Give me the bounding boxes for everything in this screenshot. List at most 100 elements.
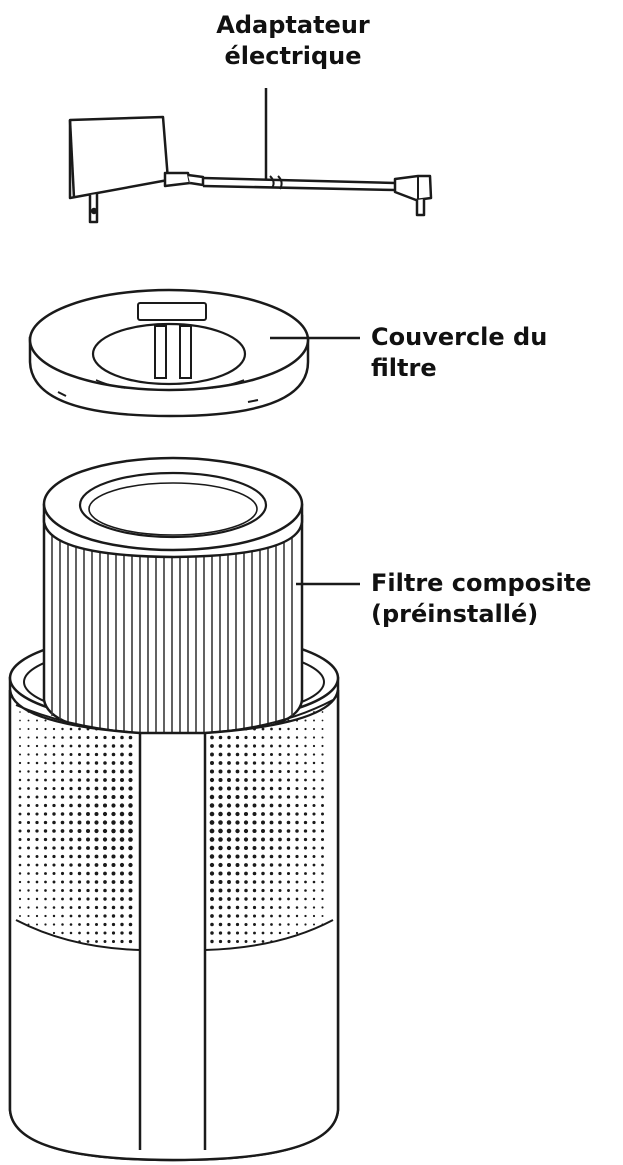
perforation-dot	[253, 804, 257, 808]
perforation-dot	[112, 923, 115, 926]
perforation-dot	[111, 846, 115, 850]
perforation-dot	[120, 871, 124, 875]
perforation-dot	[19, 838, 22, 841]
perforation-dot	[111, 837, 115, 841]
perforation-dot	[69, 778, 72, 781]
perforation-dot	[270, 880, 273, 883]
perforation-dot	[235, 812, 239, 816]
perforation-dot	[210, 786, 214, 790]
perforation-dot	[128, 871, 132, 875]
perforation-dot	[36, 753, 38, 755]
perforation-dot	[321, 745, 323, 747]
perforation-dot	[44, 855, 47, 858]
perforation-dot	[94, 820, 98, 824]
perforation-dot	[244, 795, 248, 799]
perforation-dot	[295, 787, 298, 790]
perforation-dot	[210, 744, 214, 748]
perforation-dot	[219, 906, 223, 910]
perforation-dot	[270, 736, 273, 739]
perforation-dot	[313, 770, 316, 773]
perforation-dot	[295, 795, 298, 798]
perforation-dot	[227, 820, 231, 824]
perforation-dot	[86, 897, 89, 900]
perforation-dot	[28, 711, 30, 713]
perforation-dot	[95, 872, 99, 876]
perforation-dot	[278, 846, 282, 850]
perforation-dot	[78, 889, 81, 892]
lid-label: Couvercle du filtre	[371, 322, 547, 384]
perforation-dot	[44, 889, 47, 892]
perforation-dot	[261, 829, 265, 833]
perforation-dot	[261, 855, 265, 859]
perforation-dot	[244, 872, 248, 876]
perforation-dot	[103, 846, 107, 850]
perforation-dot	[69, 770, 72, 773]
perforation-dot	[103, 855, 107, 859]
perforation-dot	[53, 906, 56, 909]
perforation-dot	[36, 787, 39, 790]
perforation-dot	[210, 753, 214, 757]
perforation-dot	[313, 915, 315, 917]
perforation-dot	[95, 855, 99, 859]
perforation-dot	[27, 906, 29, 908]
perforation-dot	[19, 821, 22, 824]
perforation-dot	[87, 940, 90, 943]
perforation-dot	[210, 837, 215, 842]
perforation-dot	[69, 880, 72, 883]
perforation-dot	[27, 804, 30, 807]
perforation-dot	[236, 753, 240, 757]
perforation-dot	[261, 872, 264, 875]
perforation-dot	[270, 821, 274, 825]
perforation-dot	[112, 940, 115, 943]
perforation-dot	[95, 914, 98, 917]
perforation-dot	[28, 728, 30, 730]
perforation-dot	[69, 795, 72, 798]
perforation-dot	[78, 880, 81, 883]
perforation-dot	[261, 770, 264, 773]
perforation-dot	[304, 787, 307, 790]
perforation-dot	[287, 829, 291, 833]
perforation-dot	[120, 837, 124, 841]
adapter-label: Adaptateur électrique	[208, 10, 378, 72]
perforation-dot	[120, 897, 124, 901]
perforation-dot	[86, 804, 90, 808]
perforation-dot	[78, 932, 81, 935]
perforation-dot	[253, 795, 257, 799]
perforation-dot	[103, 889, 107, 893]
perforation-dot	[19, 915, 21, 917]
perforation-dot	[321, 779, 324, 782]
perforation-dot	[304, 881, 307, 884]
perforation-dot	[53, 932, 55, 934]
perforation-dot	[321, 915, 323, 917]
perforation-dot	[61, 846, 64, 849]
perforation-dot	[321, 838, 324, 841]
perforation-dot	[61, 770, 64, 773]
perforation-dot	[61, 932, 63, 934]
perforation-dot	[279, 753, 282, 756]
filter-label-line1: Filtre composite	[371, 568, 591, 599]
perforation-dot	[262, 940, 265, 943]
perforation-dot	[321, 762, 323, 764]
perforation-dot	[296, 736, 298, 738]
perforation-dot	[227, 744, 231, 748]
perforation-dot	[321, 787, 324, 790]
perforation-dot	[278, 821, 282, 825]
perforation-dot	[111, 854, 115, 858]
perforation-dot	[53, 779, 56, 782]
perforation-dot	[227, 770, 231, 774]
perforation-dot	[235, 854, 239, 858]
perforation-dot	[210, 803, 215, 808]
perforation-dot	[322, 711, 324, 713]
perforation-dot	[19, 779, 21, 781]
perforation-dot	[278, 778, 281, 781]
perforation-dot	[44, 872, 47, 875]
perforation-dot	[78, 863, 82, 867]
perforation-dot	[236, 906, 239, 909]
perforation-dot	[129, 761, 133, 765]
perforation-dot	[19, 804, 22, 807]
perforation-dot	[53, 762, 56, 765]
perforation-dot	[27, 821, 30, 824]
perforation-dot	[295, 863, 298, 866]
perforation-dot	[44, 829, 47, 832]
perforation-dot	[218, 786, 222, 790]
